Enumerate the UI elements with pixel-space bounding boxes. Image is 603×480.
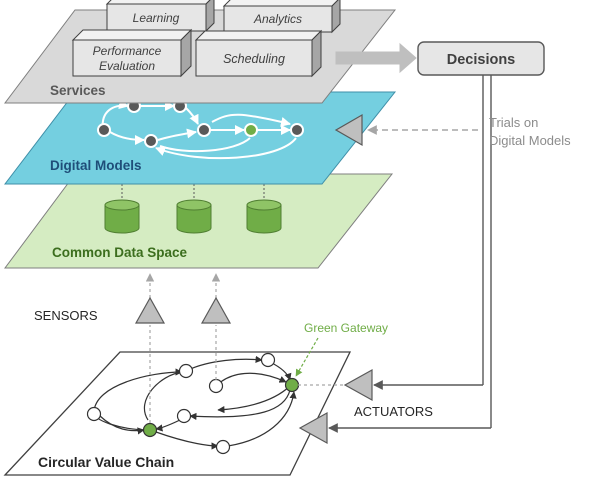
performance-label-line2: Evaluation: [99, 59, 155, 73]
performance-evaluation-box: Performance Evaluation: [71, 28, 193, 78]
common-data-space-plane: Common Data Space: [4, 173, 394, 269]
scheduling-box: Scheduling: [194, 29, 323, 78]
model-node: [97, 123, 111, 137]
performance-label-line1: Performance: [93, 44, 162, 58]
trials-triangle: [334, 113, 363, 147]
value-chain-node: [178, 363, 194, 379]
sensors-label: SENSORS: [34, 308, 98, 323]
learning-box: Learning: [105, 0, 215, 33]
value-chain-node: [86, 406, 102, 422]
model-node: [290, 123, 304, 137]
data-cylinder: [176, 199, 212, 234]
data-cylinder: [104, 199, 140, 234]
model-node: [144, 134, 158, 148]
learning-label: Learning: [133, 11, 180, 25]
value-chain-node: [176, 408, 192, 424]
value-chain-node: [215, 439, 231, 455]
circular-value-chain-title: Circular Value Chain: [38, 454, 174, 470]
services-to-decisions-arrow: [335, 42, 417, 74]
trials-label-line2: Digital Models: [489, 133, 571, 148]
digital-models-title: Digital Models: [50, 158, 142, 173]
decisions-label: Decisions: [447, 52, 516, 68]
trials-label-line1: Trials on: [489, 115, 538, 130]
value-chain-node: [208, 378, 224, 394]
digital-models-plane: Digital Models: [3, 91, 397, 185]
green-gateway-pointer: [295, 337, 319, 377]
green-gateway-node: [284, 377, 300, 393]
model-green-node: [244, 123, 258, 137]
decision-feedback-lines: [328, 75, 492, 433]
green-node: [142, 422, 158, 438]
green-gateway-label: Green Gateway: [304, 321, 388, 335]
services-plane: Learning Analytics Performance Evaluatio…: [3, 0, 397, 104]
model-node: [197, 123, 211, 137]
value-chain-node: [260, 352, 276, 368]
model-edges: [101, 99, 297, 160]
data-cylinder: [246, 199, 282, 234]
scheduling-label: Scheduling: [223, 52, 285, 66]
services-title: Services: [50, 83, 106, 98]
actuators-label: ACTUATORS: [354, 404, 433, 419]
common-data-space-title: Common Data Space: [52, 245, 188, 260]
actuator-triangle-lower: [298, 411, 328, 445]
circular-value-chain-plane: Circular Value Chain: [3, 351, 352, 476]
sensor-triangle-left: [134, 296, 166, 324]
analytics-label: Analytics: [253, 12, 302, 26]
value-chain-edges: [88, 355, 297, 450]
decisions-box: Decisions: [417, 41, 545, 76]
sensor-triangle-right: [200, 296, 232, 324]
actuator-triangle-upper: [343, 368, 373, 402]
analytics-box: Analytics: [222, 0, 341, 34]
